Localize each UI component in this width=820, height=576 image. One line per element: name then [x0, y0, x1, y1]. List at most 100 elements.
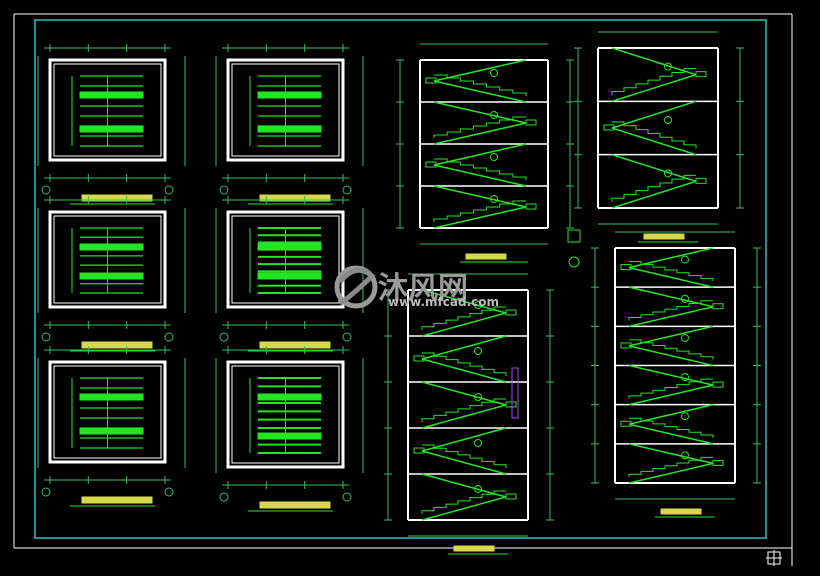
- stair-flight: [425, 143, 527, 187]
- stair-wall: [48, 210, 167, 309]
- stair-flight: [413, 427, 507, 475]
- step-profile: [433, 200, 526, 222]
- axis-bubble-icon: [219, 185, 229, 195]
- level-marker-icon: [474, 301, 482, 309]
- flight-lower-edge: [421, 335, 507, 360]
- stair-wall-inner: [231, 63, 340, 157]
- view-title-glyphs: [81, 194, 153, 202]
- landing-slab: [525, 203, 537, 210]
- stair-plan-6: [215, 346, 364, 512]
- step-profile: [612, 121, 697, 149]
- flight-upper-edge: [433, 206, 527, 229]
- landing-slab: [695, 177, 707, 184]
- landing-slab: [712, 459, 724, 466]
- flight-upper-edge: [433, 80, 527, 103]
- stair-plan-2: [215, 44, 364, 205]
- inner-frame: [34, 19, 767, 539]
- stair-flight: [628, 364, 724, 406]
- stair-flight: [628, 443, 724, 484]
- step-profile: [629, 417, 714, 438]
- landing-slab: [620, 342, 632, 349]
- flight-upper-edge: [421, 404, 507, 429]
- flight-upper-edge: [628, 423, 714, 445]
- flight-upper-edge: [421, 358, 507, 383]
- level-marker-icon: [681, 255, 689, 264]
- stair-flight: [620, 403, 714, 445]
- stair-sections-group: [384, 31, 761, 555]
- landing-bar: [79, 243, 144, 251]
- detail-callout-icon: [568, 256, 580, 268]
- level-marker-icon: [681, 294, 689, 303]
- step-profile: [629, 261, 714, 282]
- flight-upper-edge: [611, 180, 697, 209]
- step-profile: [628, 378, 713, 399]
- level-marker-icon: [490, 195, 498, 203]
- stair-section-1: [396, 43, 574, 263]
- flight-upper-edge: [611, 127, 697, 156]
- flight-upper-edge: [628, 306, 714, 328]
- detail-symbol-icon: [567, 229, 581, 243]
- stair-flight: [433, 185, 537, 229]
- watermark: 沐风网 www.mfcad.com: [334, 265, 499, 309]
- stair-flight: [611, 47, 707, 103]
- view-title-glyphs: [660, 508, 702, 515]
- landing-bar: [257, 272, 322, 280]
- step-profile: [433, 116, 526, 138]
- step-profile: [421, 306, 506, 330]
- axis-bubble-icon: [342, 492, 352, 502]
- stair-flight: [611, 153, 707, 209]
- accent-column: [511, 367, 519, 419]
- landing-slab: [525, 119, 537, 126]
- level-marker-icon: [664, 116, 672, 124]
- step-profile: [434, 74, 527, 96]
- landing-bar: [257, 125, 322, 133]
- view-title-glyphs: [81, 496, 153, 504]
- landing-slab: [712, 381, 724, 388]
- stair-plan-3: [37, 196, 186, 352]
- level-marker-icon: [490, 111, 498, 119]
- flight-lower-edge: [611, 153, 697, 183]
- level-marker-icon: [474, 347, 482, 355]
- landing-slab: [620, 264, 632, 271]
- watermark-site-text: www.mfcad.com: [388, 295, 499, 309]
- landing-bar: [79, 125, 144, 133]
- view-title-glyphs: [81, 341, 153, 349]
- axis-bubble-icon: [342, 185, 352, 195]
- landing-bar: [79, 427, 144, 435]
- step-profile: [611, 174, 696, 202]
- stair-plans-group: [37, 44, 364, 512]
- stair-flight: [603, 100, 697, 156]
- level-marker-icon: [474, 439, 482, 447]
- level-marker-icon: [664, 62, 672, 71]
- flight-upper-edge: [421, 450, 507, 475]
- flight-lower-edge: [421, 473, 507, 498]
- flight-upper-edge: [628, 462, 714, 484]
- stair-wall: [48, 58, 167, 162]
- flight-upper-edge: [628, 266, 714, 288]
- stair-wall-inner: [53, 365, 162, 459]
- step-profile: [422, 352, 507, 376]
- level-marker-icon: [664, 169, 672, 178]
- step-profile: [422, 444, 507, 468]
- view-title-glyphs: [259, 501, 331, 509]
- flight-lower-edge: [421, 381, 507, 406]
- stair-plan-1: [37, 44, 186, 205]
- stair-section-2: [574, 31, 744, 243]
- axis-bubble-icon: [219, 492, 229, 502]
- axis-bubble-icon: [164, 332, 174, 342]
- accent-detail: [511, 367, 519, 419]
- view-title-glyphs: [259, 341, 331, 349]
- landing-slab: [505, 401, 517, 408]
- stair-flight: [421, 381, 517, 429]
- flight-upper-edge: [421, 496, 507, 521]
- stair-wall: [226, 210, 345, 309]
- axis-bubble-icon: [164, 185, 174, 195]
- landing-bar: [257, 432, 322, 440]
- axis-bubble-icon: [41, 185, 51, 195]
- sheet-border: [13, 13, 793, 566]
- level-marker-icon: [681, 373, 689, 382]
- stair-flight: [425, 59, 527, 103]
- axis-bubble-icon: [164, 487, 174, 497]
- flight-upper-edge: [421, 312, 507, 337]
